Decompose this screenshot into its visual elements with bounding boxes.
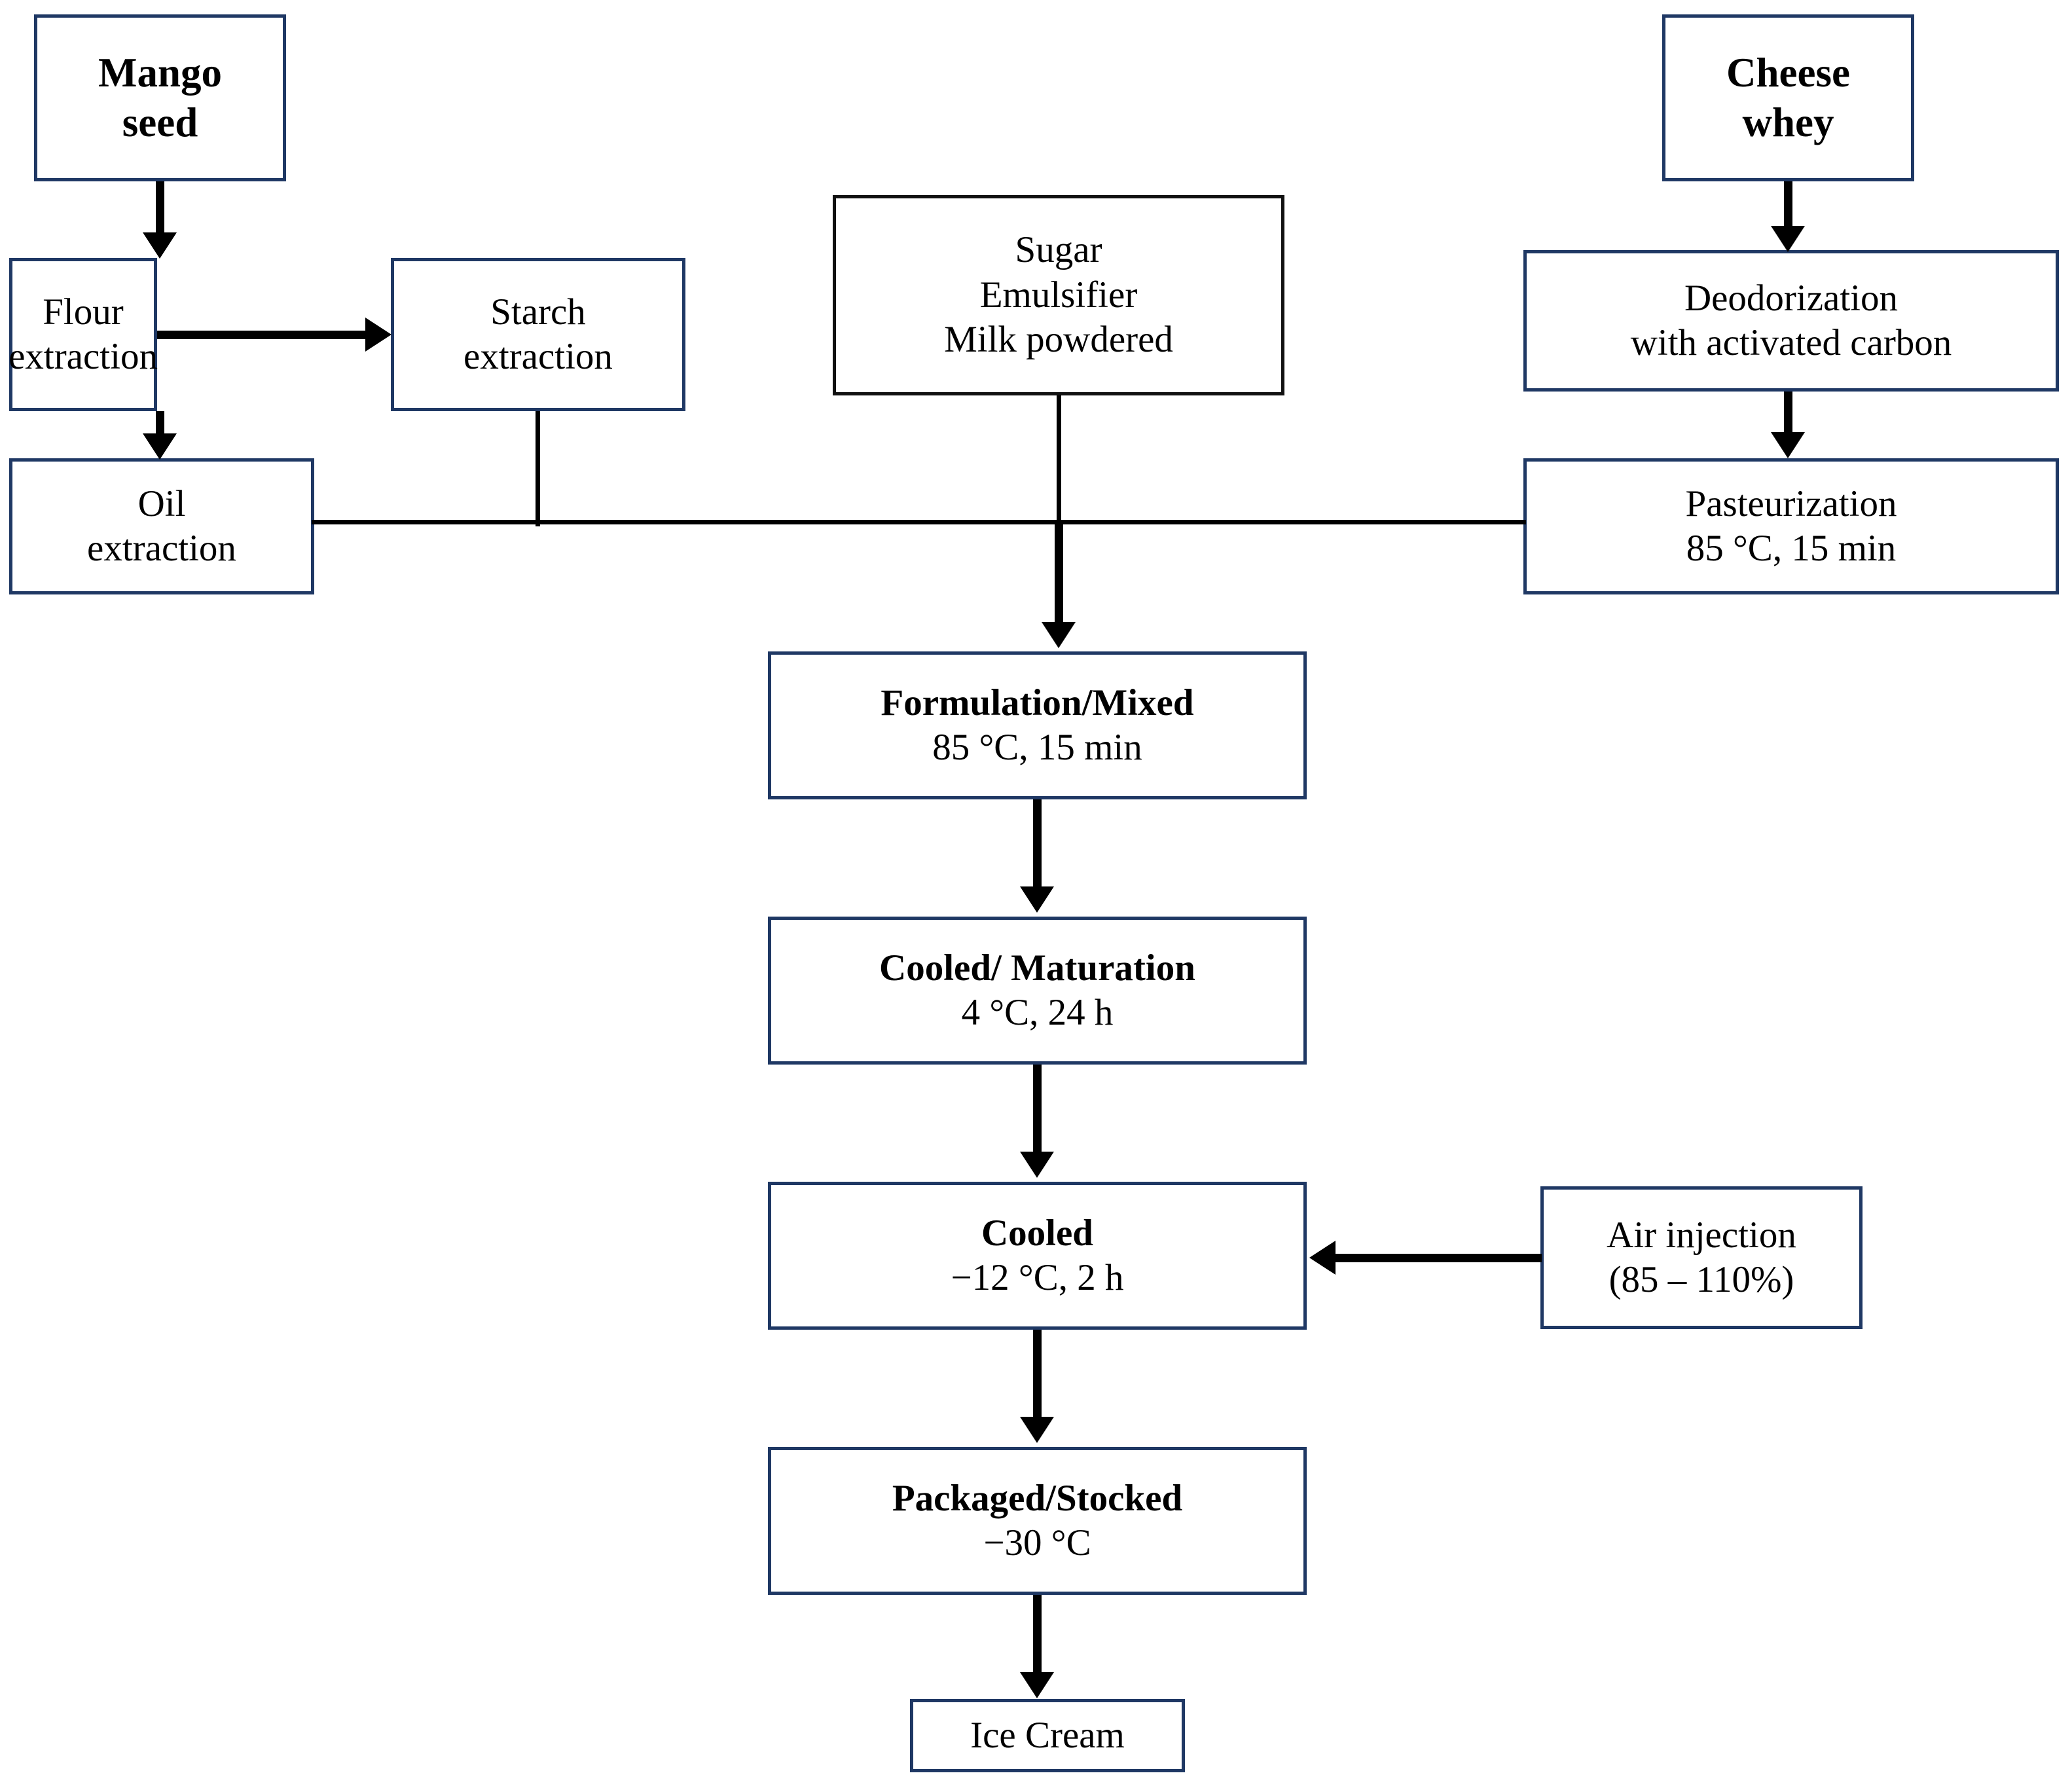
node-pasteurization-line2: 85 °C, 15 min (1686, 528, 1897, 569)
node-deodorization: Deodorization with activated carbon (1523, 250, 2059, 392)
node-formulation: Formulation/Mixed 85 °C, 15 min (768, 651, 1307, 799)
node-cooled: Cooled −12 °C, 2 h (768, 1182, 1307, 1330)
edge-flour-to-starch-line (157, 331, 367, 339)
edge-ingredients-to-formulation-line (1055, 520, 1063, 625)
node-packaged-stocked-line1: Packaged/Stocked (892, 1477, 1183, 1519)
node-cooled-line2: −12 °C, 2 h (951, 1257, 1124, 1298)
node-cooled-line1: Cooled (981, 1212, 1093, 1254)
edge-deodorization-to-pasteurization-arrowhead (1771, 432, 1805, 458)
node-air-injection-line2: (85 – 110%) (1609, 1259, 1794, 1300)
node-cooled-maturation: Cooled/ Maturation 4 °C, 24 h (768, 917, 1307, 1065)
edge-flour-to-starch-arrowhead (365, 318, 391, 352)
node-ingredients-line2: Emulsifier (979, 274, 1138, 316)
node-flour-extraction-line2: extraction (9, 336, 158, 377)
node-starch-extraction: Starch extraction (391, 258, 685, 411)
edge-ingredients-to-bus-line (1057, 395, 1061, 524)
edge-air-to-cooled-arrowhead (1309, 1241, 1336, 1275)
node-pasteurization: Pasteurization 85 °C, 15 min (1523, 458, 2059, 594)
edge-maturation-to-cooled-arrowhead (1020, 1152, 1054, 1178)
node-mango-seed-line2: seed (122, 99, 198, 145)
node-deodorization-line2: with activated carbon (1630, 322, 1952, 363)
edge-cooled-to-packaged-line (1033, 1330, 1042, 1418)
node-flour-extraction-line1: Flour (43, 291, 124, 333)
node-cooled-maturation-line2: 4 °C, 24 h (961, 992, 1114, 1033)
edge-formulation-to-maturation-arrowhead (1020, 886, 1054, 913)
node-ice-cream: Ice Cream (910, 1699, 1185, 1772)
node-starch-extraction-line1: Starch (490, 291, 586, 333)
edge-starch-to-bus-line (536, 411, 540, 526)
edge-mango-to-flour-arrowhead (143, 232, 177, 259)
edge-flour-to-oil-line (156, 411, 164, 437)
edge-packaged-to-icecream-arrowhead (1020, 1672, 1054, 1698)
node-formulation-line2: 85 °C, 15 min (932, 727, 1142, 768)
edge-deodorization-to-pasteurization-line (1784, 392, 1792, 435)
edge-flour-to-oil-arrowhead (143, 433, 177, 460)
node-oil-extraction: Oil extraction (9, 458, 314, 594)
edge-mixing-bus-horizontal (312, 520, 1526, 524)
node-pasteurization-line1: Pasteurization (1685, 483, 1897, 524)
edge-packaged-to-icecream-line (1033, 1595, 1042, 1673)
node-oil-extraction-line1: Oil (137, 483, 186, 524)
edge-cheese-to-deodorization-arrowhead (1771, 226, 1805, 252)
node-flour-extraction: Flour extraction (9, 258, 158, 411)
node-ingredients: Sugar Emulsifier Milk powdered (833, 195, 1284, 395)
node-deodorization-line1: Deodorization (1684, 277, 1899, 319)
node-cheese-whey-line1: Cheese (1726, 49, 1850, 96)
node-air-injection: Air injection (85 – 110%) (1540, 1186, 1863, 1329)
edge-ingredients-to-formulation-arrowhead (1042, 622, 1076, 648)
node-oil-extraction-line2: extraction (87, 528, 236, 569)
edge-maturation-to-cooled-line (1033, 1065, 1042, 1153)
node-starch-extraction-line2: extraction (463, 336, 613, 377)
node-ice-cream-line1: Ice Cream (970, 1714, 1125, 1756)
node-formulation-line1: Formulation/Mixed (881, 682, 1194, 723)
node-ingredients-line3: Milk powdered (944, 319, 1173, 361)
edge-cooled-to-packaged-arrowhead (1020, 1417, 1054, 1443)
node-mango-seed: Mango seed (34, 14, 286, 181)
edge-air-to-cooled-line (1336, 1254, 1542, 1262)
node-ingredients-line1: Sugar (1015, 229, 1102, 271)
node-cooled-maturation-line1: Cooled/ Maturation (879, 947, 1195, 989)
edge-cheese-to-deodorization-line (1784, 181, 1792, 227)
node-cheese-whey-line2: whey (1742, 99, 1834, 145)
node-cheese-whey: Cheese whey (1662, 14, 1914, 181)
node-air-injection-line1: Air injection (1607, 1214, 1796, 1256)
edge-formulation-to-maturation-line (1033, 799, 1042, 888)
edge-mango-to-flour-line (156, 181, 164, 234)
node-packaged-stocked-line2: −30 °C (983, 1522, 1091, 1563)
node-packaged-stocked: Packaged/Stocked −30 °C (768, 1447, 1307, 1595)
node-mango-seed-line1: Mango (98, 49, 222, 96)
